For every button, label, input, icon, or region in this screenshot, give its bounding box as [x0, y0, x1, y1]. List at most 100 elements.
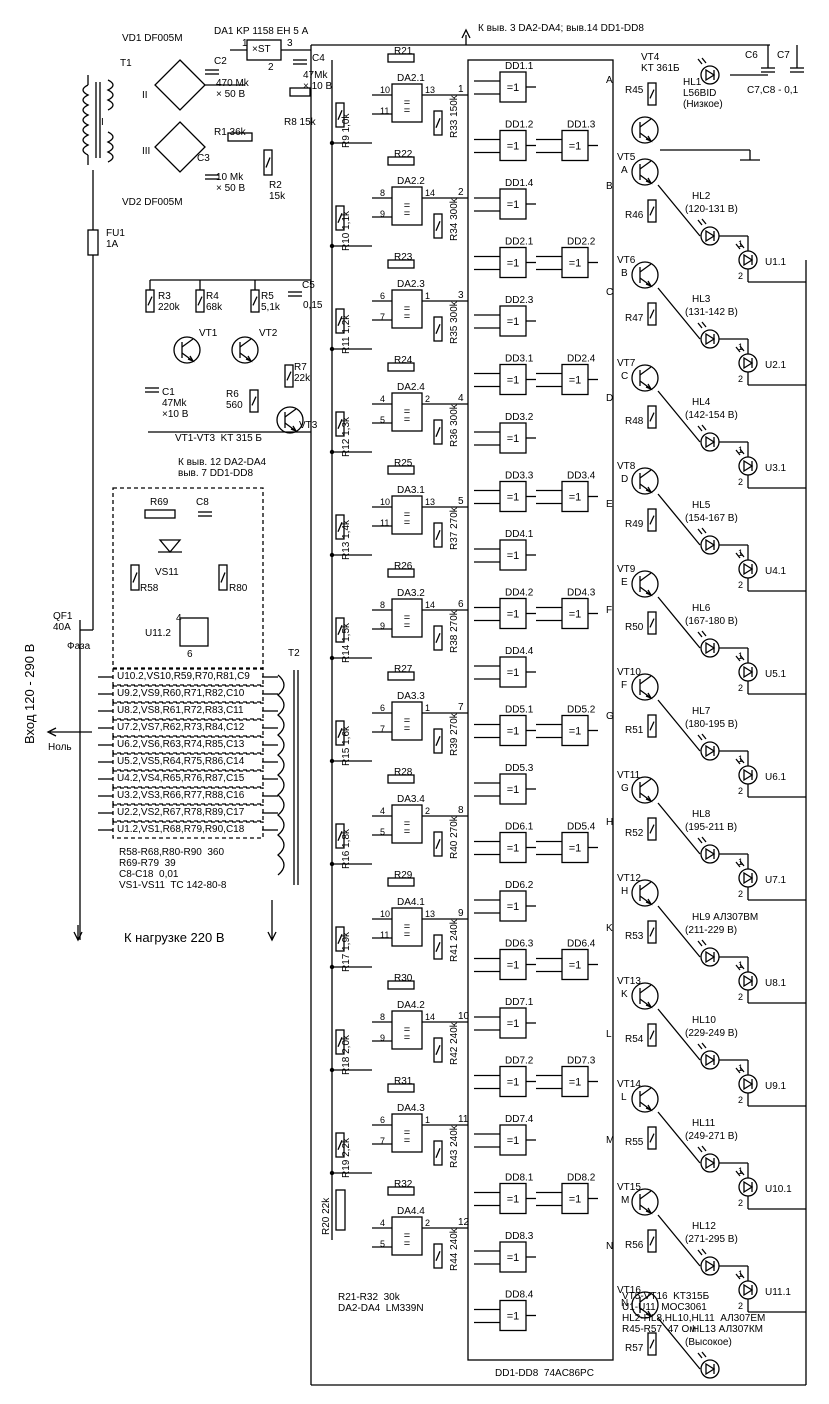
driver-led: [700, 844, 720, 864]
driver-hl-label: HL8: [692, 809, 711, 820]
transistor-collector: [239, 338, 252, 348]
driver-led: [700, 947, 720, 967]
gate-name: DD8.3: [505, 1231, 534, 1242]
resistor-mark: [435, 1250, 441, 1262]
da1-pin3: 3: [287, 38, 293, 49]
pin-number: 5: [380, 1239, 385, 1249]
comparator-name: DA3.3: [397, 691, 425, 702]
pin-number: 7: [380, 1136, 385, 1146]
resistor-mark: [147, 296, 153, 306]
gate-symbol: =1: [569, 1077, 582, 1089]
driver-range-label: (229-249 В): [685, 1028, 738, 1039]
feedback-label: R36 300k: [449, 403, 460, 447]
comparator-r-label: R24: [394, 355, 413, 366]
pin-number: 6: [380, 291, 385, 301]
led-rays: [697, 321, 707, 329]
xor-gate: [499, 948, 527, 981]
power-block-row: U7.2,VS7,R62,R73,R84,C12: [117, 722, 245, 733]
vs11-label: VS11: [155, 567, 179, 578]
resistor-mark: [649, 1236, 655, 1246]
label: =: [404, 818, 410, 830]
xor-gate: [561, 948, 589, 981]
vt4-label: VT4 KT 361Б: [641, 52, 680, 74]
resistor-mark: [435, 220, 441, 232]
r58-label: R58: [140, 583, 159, 594]
junction-dot: [329, 140, 335, 146]
led-diode: [705, 641, 716, 655]
opto-led: [738, 971, 758, 991]
driver-letter: B: [621, 268, 628, 279]
divider-label: R14 1,5k: [341, 622, 352, 663]
c2-value: 470 Mk × 50 В: [216, 78, 249, 100]
label: 1: [738, 548, 743, 558]
emitter-arrow: [645, 280, 653, 288]
gate-name: DD5.3: [505, 763, 534, 774]
gate-name: DD7.1: [505, 997, 534, 1008]
driver-transistor: [631, 1188, 659, 1216]
driver-wire: [657, 1008, 701, 1061]
driver-wire: [657, 1317, 701, 1370]
driver-vt-label: VT9: [617, 564, 636, 575]
u112-pin4: 4: [176, 613, 182, 624]
winding-ii-label: II: [142, 90, 148, 101]
power-block-row: U3.2,VS3,R66,R77,R88,C16: [117, 790, 245, 801]
driver-vt-label: VT14: [617, 1079, 641, 1090]
driver-hl-label: HL9 АЛ307ВМ: [692, 912, 758, 923]
divider-label: R13 1,4k: [341, 519, 352, 560]
gate-symbol: =1: [507, 1252, 520, 1264]
gate-name: DD3.3: [505, 471, 534, 482]
driver-transistor: [631, 467, 659, 495]
driver-r-label: R53: [625, 931, 644, 942]
label: 2: [738, 1095, 743, 1105]
resistor-mark: [649, 309, 655, 319]
resistor-mark: [435, 117, 441, 129]
pullup-resistor: [387, 1083, 415, 1093]
gate-name: DD8.2: [567, 1173, 596, 1184]
power-block-row-box: [112, 753, 264, 771]
u112-optotriac: [179, 617, 209, 647]
bus-number: 1: [458, 84, 464, 95]
transistor-collector: [639, 572, 652, 582]
driver-letter: L: [621, 1092, 627, 1103]
divider-label: R12 1,3k: [341, 416, 352, 457]
gate-name: DD1.1: [505, 61, 534, 72]
pin-number: 7: [380, 724, 385, 734]
xor-gate: [499, 656, 527, 688]
winding-primary-label: I: [101, 117, 104, 128]
resistor-mark: [337, 315, 343, 327]
gate-symbol: =1: [507, 726, 520, 738]
driver-range-label: (271-295 В): [685, 1234, 738, 1245]
gate-name: DD4.2: [505, 588, 534, 599]
led-diode: [705, 1156, 716, 1170]
led-diode: [705, 68, 716, 82]
led-rays: [697, 1145, 707, 1153]
pin-number: 8: [380, 1012, 385, 1022]
led-diode: [705, 1053, 716, 1067]
gate-name: DD2.2: [567, 237, 596, 248]
label: =: [404, 303, 410, 315]
driver-led: [700, 1153, 720, 1173]
xor-gate: [499, 1065, 527, 1098]
xor-gate: [499, 890, 527, 922]
led-diode: [705, 435, 716, 449]
bus-number: 4: [458, 393, 464, 404]
led-diode: [705, 1362, 716, 1376]
bus-number: 12: [458, 1217, 470, 1228]
gate-symbol: =1: [507, 667, 520, 679]
comparator-r-label: R29: [394, 870, 413, 881]
comparator-r-label: R30: [394, 973, 413, 984]
r2-label: R2 15k: [269, 180, 286, 202]
gate-symbol: =1: [507, 141, 520, 153]
resistor-mark: [337, 109, 343, 121]
c2-label: C2: [214, 56, 227, 67]
gate-output-letter: K: [606, 923, 613, 934]
transistor-collector: [639, 263, 652, 273]
resistor-mark: [435, 1147, 441, 1159]
driver-r-label: R51: [625, 725, 644, 736]
driver-vt-label: VT11: [617, 770, 641, 781]
gate-output-letter: N: [606, 1241, 613, 1252]
driver-letter: E: [621, 577, 628, 588]
power-block-row-box: [112, 804, 264, 822]
label: =: [404, 105, 410, 117]
